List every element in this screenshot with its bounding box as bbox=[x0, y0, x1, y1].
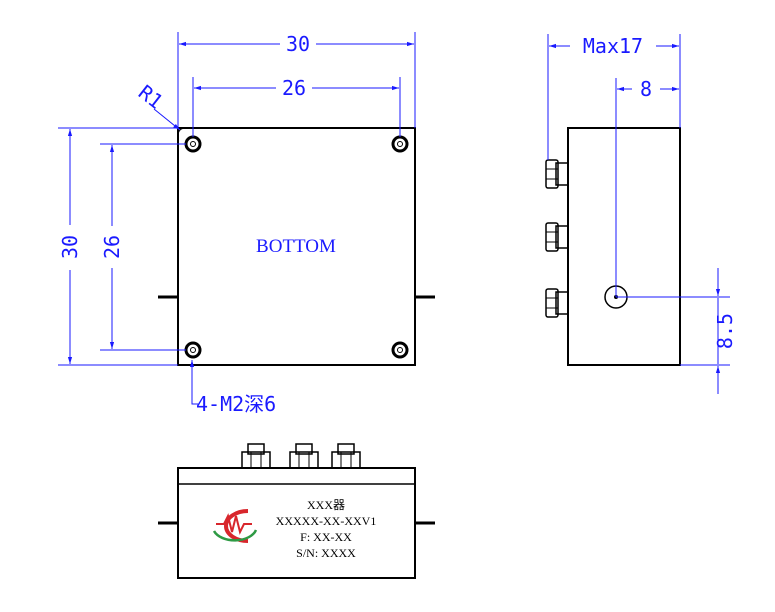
label-line-3: F: XX-XX bbox=[300, 530, 352, 544]
dim-height: 8.5 bbox=[713, 313, 737, 349]
label-line-4: S/N: XXXX bbox=[296, 546, 356, 560]
bottom-view: BOTTOM 30 26 30 26 R1 4-M2深6 bbox=[58, 32, 435, 416]
radius-label: R1 bbox=[134, 80, 168, 114]
dim-height-inner: 26 bbox=[100, 235, 124, 259]
side-view-body bbox=[567, 127, 681, 366]
mount-hole bbox=[391, 135, 409, 153]
bottom-view-body bbox=[177, 127, 416, 366]
side-connector bbox=[545, 288, 569, 318]
hole-callout-leader bbox=[189, 360, 198, 405]
front-view: XXX器 XXXXX-XX-XXV1 F: XX-XX S/N: XXXX bbox=[158, 443, 435, 579]
dim-width-outer: 30 bbox=[286, 32, 310, 56]
side-view: Max17 8 8.5 bbox=[545, 34, 737, 394]
label-line-2: XXXXX-XX-XXV1 bbox=[276, 514, 377, 528]
mount-hole bbox=[184, 341, 202, 359]
hole-callout: 4-M2深6 bbox=[196, 392, 276, 416]
top-connector bbox=[241, 443, 271, 469]
top-connector bbox=[289, 443, 319, 469]
cmw-logo-icon bbox=[212, 509, 258, 543]
mount-hole bbox=[184, 135, 202, 153]
dim-height-outer: 30 bbox=[58, 235, 82, 259]
bottom-label: BOTTOM bbox=[256, 236, 336, 257]
dim-offset: 8 bbox=[640, 77, 652, 101]
side-connector bbox=[545, 159, 569, 189]
radius-leader bbox=[153, 108, 181, 131]
mount-hole bbox=[391, 341, 409, 359]
label-line-1: XXX器 bbox=[307, 498, 345, 512]
dim-width-inner: 26 bbox=[282, 76, 306, 100]
dim-max: Max17 bbox=[583, 34, 643, 58]
top-connector bbox=[331, 443, 361, 469]
side-connector bbox=[545, 222, 569, 252]
